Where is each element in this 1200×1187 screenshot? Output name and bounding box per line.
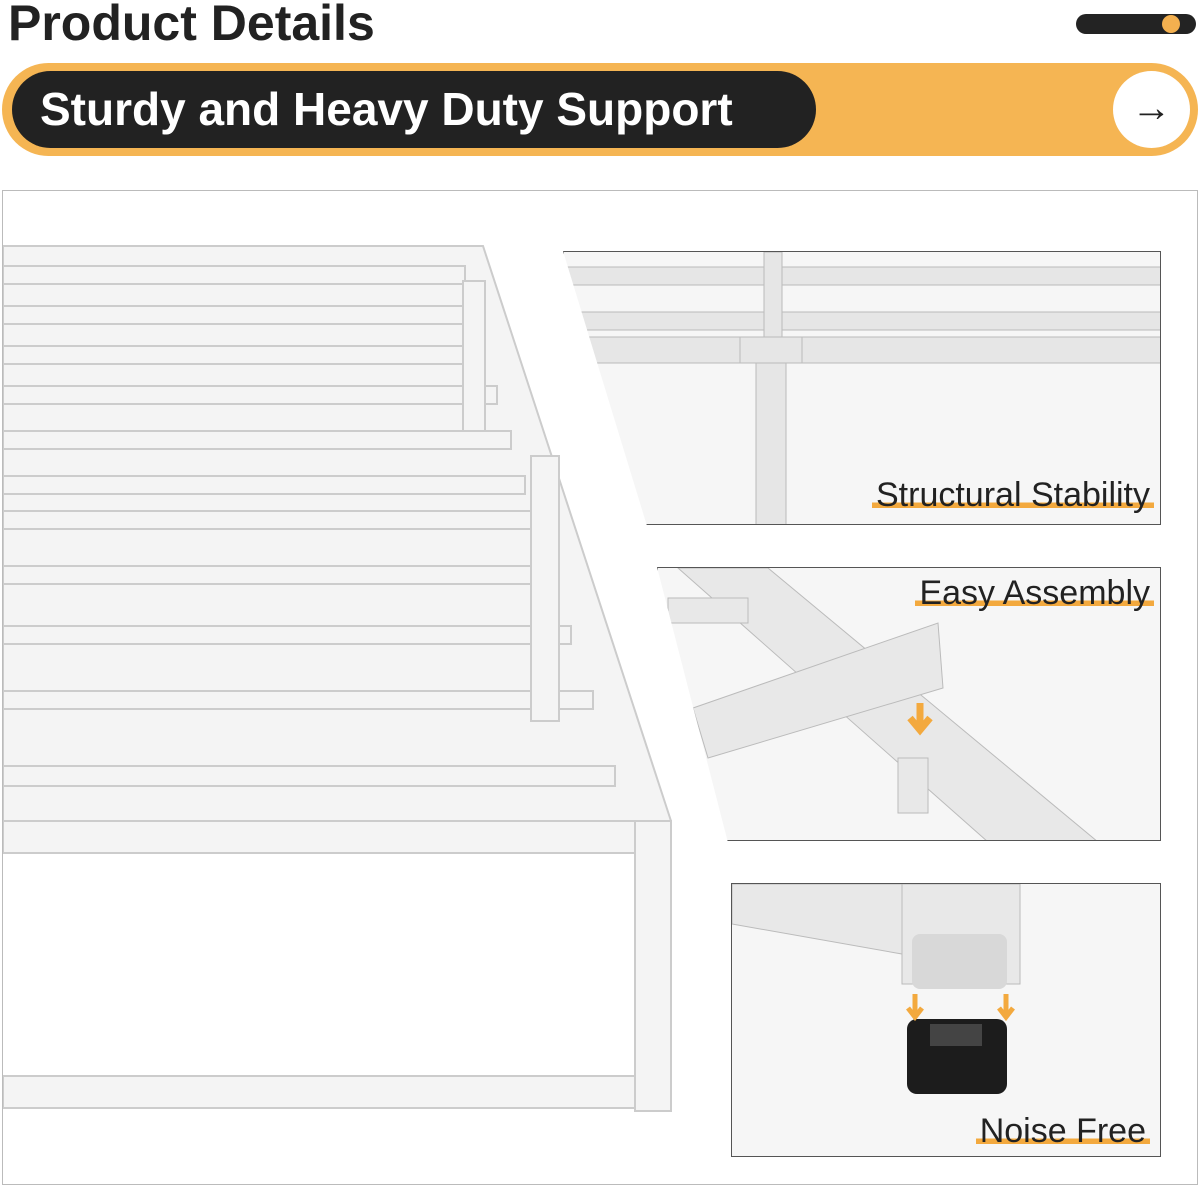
feature-banner: Sturdy and Heavy Duty Support →	[2, 63, 1198, 156]
feature-label: Structural Stability	[872, 476, 1154, 515]
feature-label: Easy Assembly	[915, 574, 1154, 613]
feature-structural-stability: Structural Stability	[563, 251, 1161, 525]
feature-noise-free: Noise Free	[731, 883, 1161, 1157]
bed-frame-illustration	[3, 245, 672, 1112]
feature-label: Noise Free	[975, 1112, 1150, 1151]
slider-knob[interactable]	[1162, 15, 1180, 33]
rubber-foot-cap-icon	[907, 1019, 1007, 1094]
carousel-slider[interactable]	[1076, 14, 1196, 34]
feature-easy-assembly: Easy Assembly	[657, 567, 1161, 841]
page-title: Product Details	[8, 0, 375, 51]
product-image: Structural Stability Easy Assembly Noise…	[2, 190, 1198, 1185]
next-button[interactable]: →	[1113, 71, 1190, 148]
banner-label: Sturdy and Heavy Duty Support	[12, 71, 816, 148]
arrow-right-icon: →	[1131, 86, 1172, 130]
